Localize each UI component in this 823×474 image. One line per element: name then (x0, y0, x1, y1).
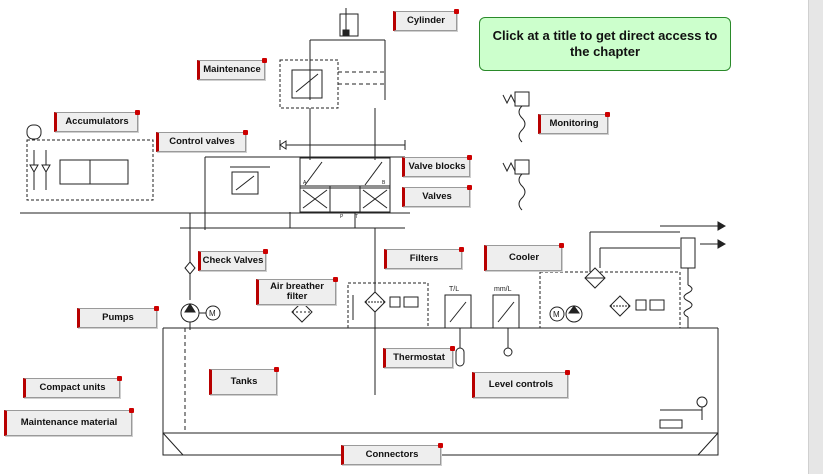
port-b-label: B (382, 180, 386, 186)
level-controls-link[interactable]: Level controls (472, 370, 570, 398)
cylinder-link[interactable]: Cylinder (393, 9, 459, 31)
maintenance-material-link-label: Maintenance material (20, 417, 118, 428)
port-p-label: P (340, 214, 344, 220)
level-unit-label: mm/L (494, 286, 512, 293)
air-breather-filter-link[interactable]: Air breather filter (256, 277, 338, 305)
valve-blocks-link-label: Valve blocks (408, 161, 466, 172)
temp-unit-label: T/L (449, 286, 459, 293)
check-valve-symbol (184, 261, 196, 275)
main-pipe-lines (180, 156, 410, 395)
control-valves-symbol (20, 124, 200, 214)
air-breather-filter-link-label: Air breather filter (270, 281, 324, 302)
motor-symbol-left: M (209, 309, 216, 318)
control-valves-link[interactable]: Control valves (156, 130, 248, 152)
valves-link[interactable]: Valves (402, 185, 472, 207)
connectors-link-label: Connectors (365, 449, 419, 460)
valve-blocks-link[interactable]: Valve blocks (402, 155, 472, 177)
monitoring-switch-symbols (502, 91, 530, 211)
filter-unit-symbol (347, 282, 429, 329)
heat-exchanger-symbol (659, 237, 708, 429)
maintenance-link[interactable]: Maintenance (197, 58, 267, 80)
level-controls-link-label: Level controls (488, 379, 554, 390)
instruction-text: Click at a title to get direct access to… (492, 28, 718, 59)
cooler-link-label: Cooler (508, 252, 540, 263)
compact-units-link[interactable]: Compact units (23, 376, 122, 398)
accumulators-link-label: Accumulators (65, 116, 129, 127)
instruction-box: Click at a title to get direct access to… (479, 17, 731, 71)
valve-block-symbol: A B P T (299, 157, 391, 220)
air-breather-symbol (291, 301, 313, 323)
cooler-unit-symbol: M (539, 221, 727, 329)
compact-units-link-label: Compact units (39, 382, 106, 393)
port-t-label: T (355, 214, 358, 220)
valves-link-label: Valves (422, 191, 452, 202)
pipe-lines-upper (279, 108, 406, 160)
cylinder-symbol (309, 8, 386, 100)
maintenance-link-label: Maintenance (203, 64, 261, 75)
monitoring-link-label: Monitoring (549, 118, 599, 129)
cooler-link[interactable]: Cooler (484, 243, 564, 271)
thermostat-link[interactable]: Thermostat (383, 346, 455, 368)
vertical-scrollbar[interactable] (808, 0, 823, 474)
filters-link[interactable]: Filters (384, 247, 464, 269)
sensor-symbols: T/L mm/L (444, 286, 520, 367)
tanks-link[interactable]: Tanks (209, 367, 279, 395)
thermostat-link-label: Thermostat (393, 352, 445, 363)
pump-symbol: M (180, 303, 221, 330)
maintenance-material-link[interactable]: Maintenance material (4, 408, 134, 436)
maintenance-block-symbol (279, 59, 385, 109)
filters-link-label: Filters (409, 253, 439, 264)
connectors-link[interactable]: Connectors (341, 443, 443, 465)
pumps-link[interactable]: Pumps (77, 306, 159, 328)
pumps-link-label: Pumps (102, 312, 134, 323)
control-valves-link-label: Control valves (169, 136, 235, 147)
check-valves-link-label: Check Valves (202, 255, 264, 266)
tanks-link-label: Tanks (230, 376, 258, 387)
accumulators-link[interactable]: Accumulators (54, 110, 140, 132)
motor-symbol-right: M (553, 310, 560, 319)
port-a-label: A (303, 180, 307, 186)
check-valves-link[interactable]: Check Valves (198, 249, 268, 271)
monitoring-link[interactable]: Monitoring (538, 112, 610, 134)
cylinder-link-label: Cylinder (406, 15, 445, 26)
